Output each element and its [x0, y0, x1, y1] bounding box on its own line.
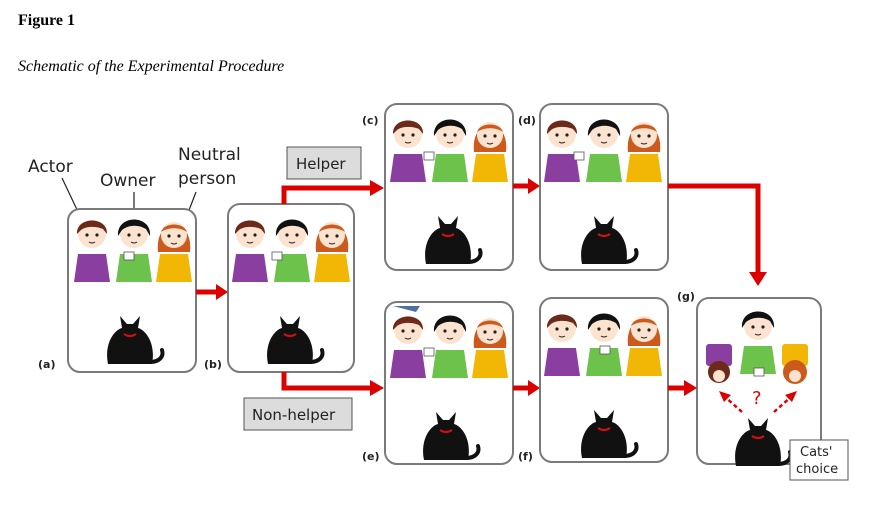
owner-label: Owner [100, 171, 156, 191]
arrow-d-to-g [668, 183, 761, 272]
question-mark: ? [752, 388, 762, 409]
panel-b [227, 203, 355, 373]
panel-e [384, 301, 514, 465]
panel-c [384, 103, 514, 271]
panel-g: ? [696, 297, 822, 468]
non-helper-label: Non-helper [252, 406, 336, 424]
helper-label-box: Helper [286, 146, 362, 180]
cats-choice-box: Cats' choice [789, 439, 849, 481]
flow-arrows [196, 183, 761, 391]
cats-choice-line2: choice [796, 462, 838, 477]
arrow-b-to-e [281, 372, 370, 391]
panel-d-id: (d) [518, 114, 536, 127]
panel-d [539, 103, 669, 271]
arrow-heads [216, 178, 767, 396]
panel-f-id: (f) [518, 450, 533, 463]
neutral-label-line2: person [178, 169, 236, 189]
panel-a-id: (a) [38, 358, 55, 371]
figure-label: Figure 1 [18, 12, 76, 29]
neutral-back-view [782, 344, 808, 384]
arrow-b-to-c [281, 185, 370, 204]
panel-f [539, 297, 669, 463]
panel-c-id: (c) [362, 114, 379, 127]
panel-g-id: (g) [677, 290, 695, 303]
panel-a [67, 208, 197, 373]
helper-label: Helper [296, 155, 346, 173]
actor-back-view [706, 344, 732, 383]
panel-e-id: (e) [362, 450, 380, 463]
figure-caption: Schematic of the Experimental Procedure [18, 58, 285, 75]
panel-b-id: (b) [204, 358, 222, 371]
cats-choice-line1: Cats' [800, 445, 833, 460]
actor-label: Actor [28, 157, 73, 177]
non-helper-label-box: Non-helper [243, 397, 353, 431]
neutral-label-line1: Neutral [178, 145, 241, 165]
